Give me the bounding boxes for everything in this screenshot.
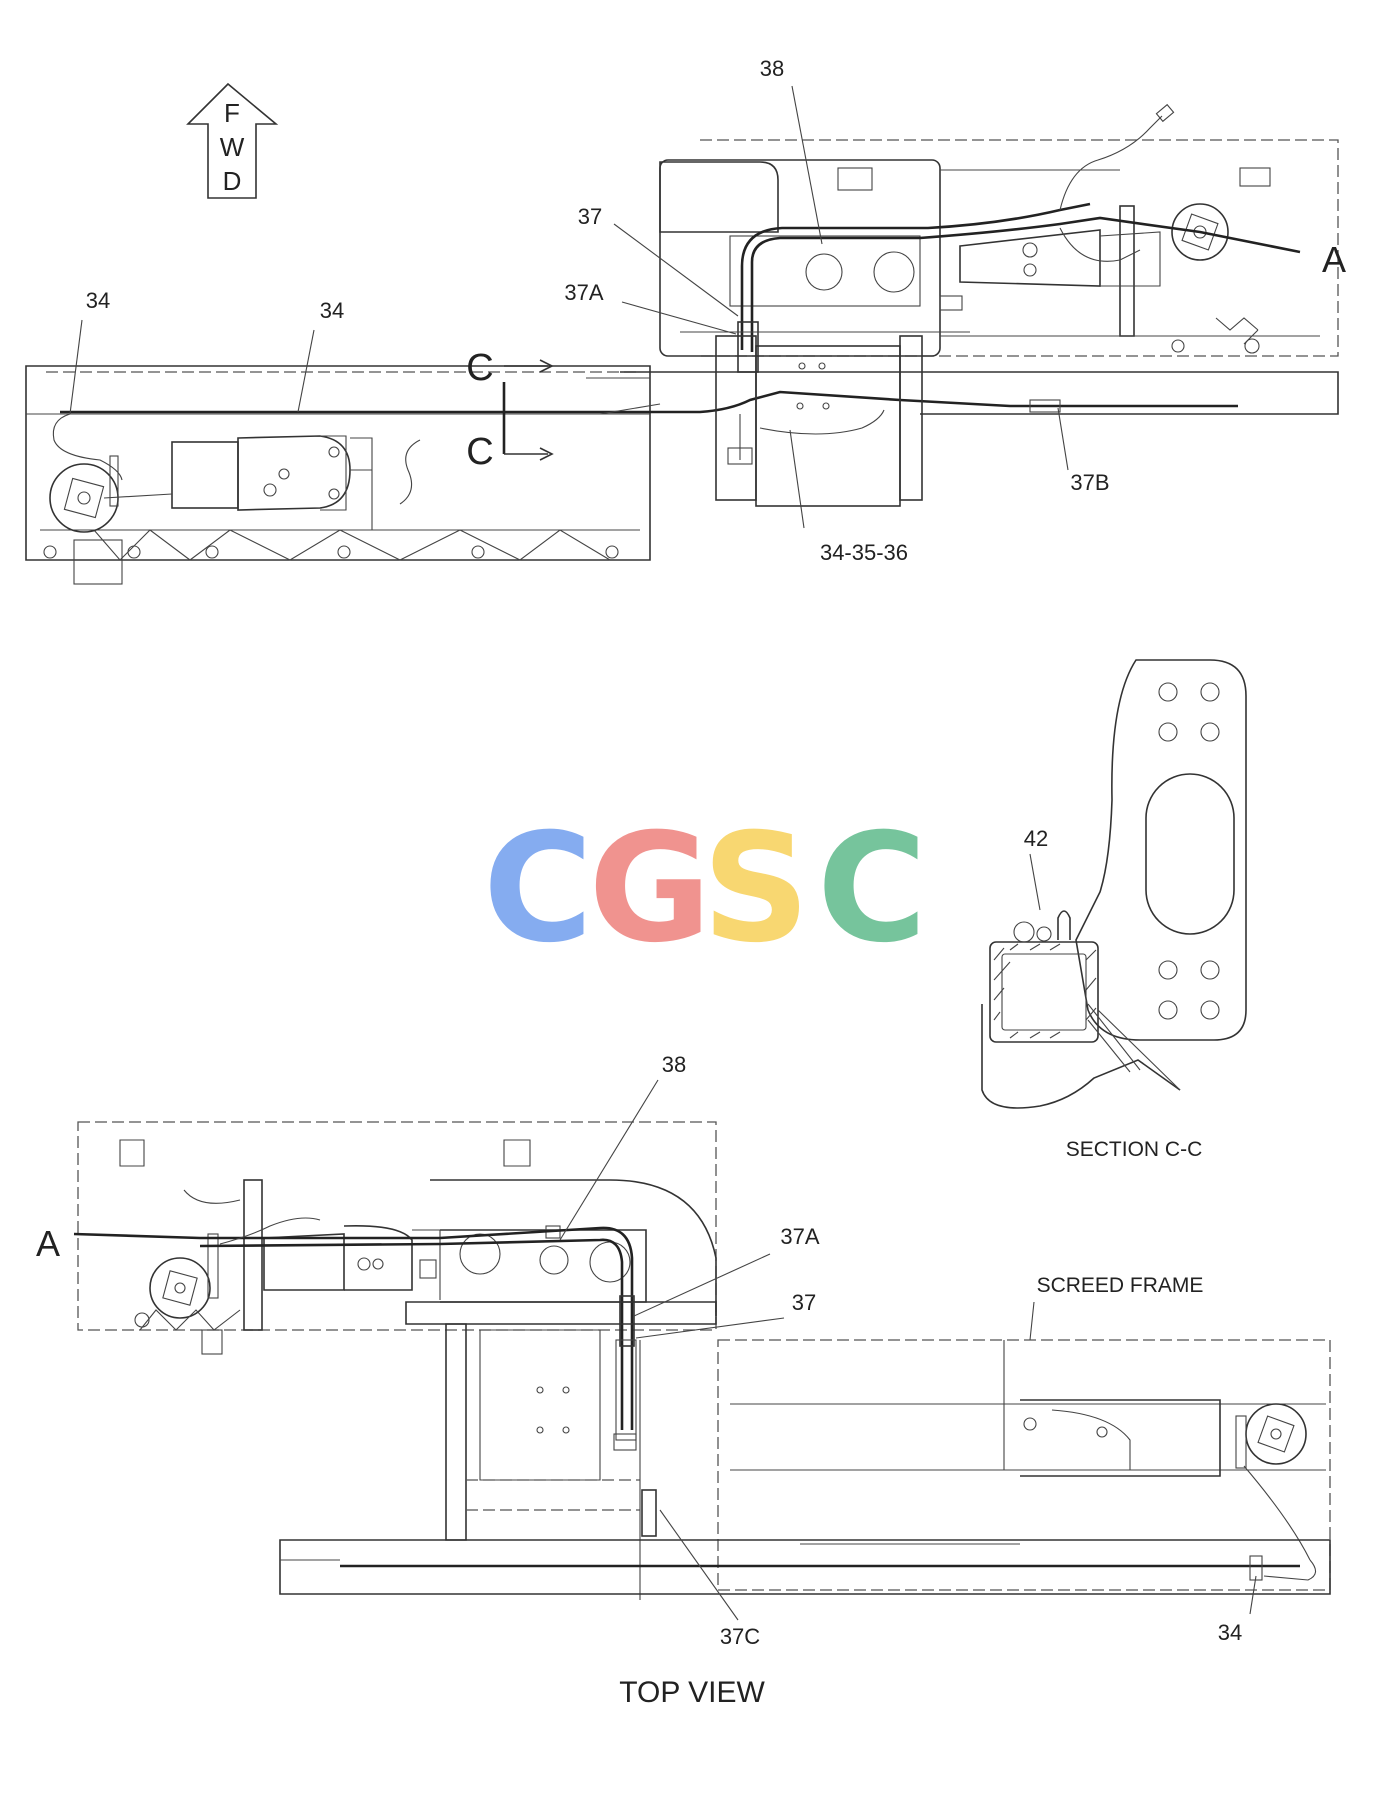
match-line-a-top: A <box>1322 239 1346 280</box>
part-label-37-bottom: 37 <box>792 1290 816 1315</box>
match-line-a-bottom: A <box>36 1223 60 1264</box>
watermark-letter-1: C <box>483 802 593 976</box>
bottom-assembly <box>73 1121 1331 1600</box>
watermark-letter-3: S <box>702 802 810 976</box>
watermark-letter-4: C <box>817 802 927 976</box>
fwd-letter-d: D <box>223 166 242 196</box>
section-cut-marker: C C <box>466 347 554 473</box>
cgsc-watermark: C G S C <box>483 802 927 976</box>
part-label-37a-top: 37A <box>564 280 603 305</box>
watermark-letter-2: G <box>588 802 711 976</box>
part-label-37-top: 37 <box>578 204 602 229</box>
section-c-c-caption: SECTION C-C <box>1066 1138 1203 1161</box>
part-label-34-top-mid: 34 <box>320 298 344 323</box>
top-leaders <box>69 85 1069 529</box>
part-label-42: 42 <box>1024 826 1048 851</box>
top-assembly <box>25 103 1339 585</box>
part-label-37a-bottom: 37A <box>780 1224 819 1249</box>
part-label-34-bottom: 34 <box>1218 1620 1242 1645</box>
section-c-bottom-label: C <box>466 431 493 473</box>
section-c-top-label: C <box>466 347 493 389</box>
fwd-letter-w: W <box>220 132 245 162</box>
forward-arrow: F W D <box>186 82 279 199</box>
top-view-caption: TOP VIEW <box>619 1676 765 1709</box>
part-label-38-bottom: 38 <box>662 1052 686 1077</box>
part-label-37b: 37B <box>1070 470 1109 495</box>
part-label-37c: 37C <box>720 1624 760 1649</box>
section-c-c-view <box>981 659 1247 1109</box>
fwd-letter-f: F <box>224 98 240 128</box>
bottom-leaders <box>559 1079 1257 1621</box>
part-label-38-top: 38 <box>760 56 784 81</box>
part-label-34-35-36: 34-35-36 <box>820 540 908 565</box>
screed-frame-label: SCREED FRAME <box>1037 1274 1204 1297</box>
part-label-34-top-left: 34 <box>86 288 110 313</box>
